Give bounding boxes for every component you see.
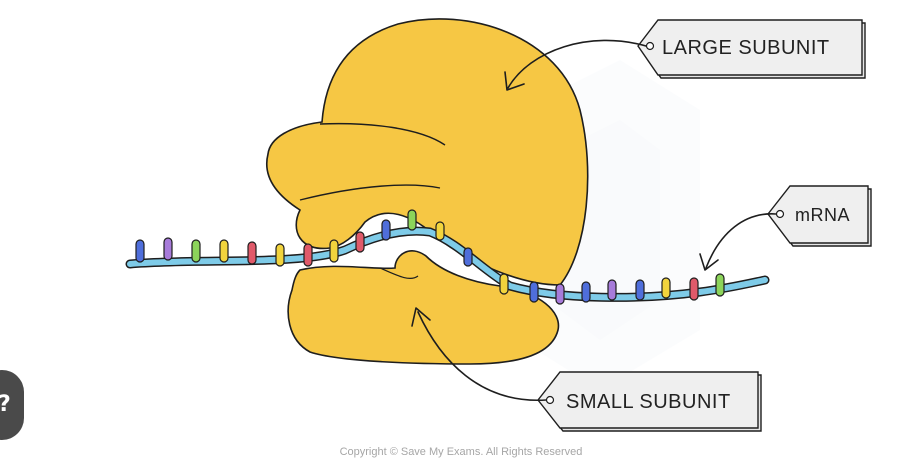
mrna-label: mRNA (767, 185, 872, 247)
mrna-arrowhead (699, 253, 719, 271)
large-subunit (265, 18, 589, 286)
base (329, 239, 339, 263)
base (499, 273, 509, 295)
base (689, 277, 699, 301)
large-subunit-label: LARGE SUBUNIT (637, 19, 866, 79)
small-subunit-pointer (417, 311, 547, 401)
base (303, 243, 313, 267)
base (381, 219, 391, 241)
base (555, 283, 565, 305)
mrna-strand (125, 226, 770, 302)
small-subunit (287, 250, 560, 365)
base (661, 277, 671, 299)
base (463, 247, 473, 267)
copyright-notice: Copyright © Save My Exams. All Rights Re… (339, 446, 583, 458)
base (191, 239, 201, 263)
base (407, 209, 417, 231)
small-subunit-arrowhead (411, 307, 431, 327)
base (275, 243, 285, 267)
large-subunit-pointer (507, 39, 647, 89)
base (435, 221, 445, 241)
nucleotide-bases (135, 209, 725, 305)
base (355, 231, 365, 253)
small-subunit-label: SMALL SUBUNIT (537, 371, 762, 432)
base (715, 273, 725, 297)
base (247, 241, 257, 265)
mrna-label-text: mRNA (795, 205, 850, 225)
base (135, 239, 145, 263)
base (635, 279, 645, 301)
corner-bubble[interactable]: ? (0, 370, 24, 440)
base (219, 239, 229, 263)
large-subunit-arrowhead (504, 71, 525, 91)
mrna-pointer (705, 213, 777, 269)
base (581, 281, 591, 303)
help-icon: ? (0, 392, 11, 417)
small-subunit-label-text: SMALL SUBUNIT (566, 391, 731, 413)
base (529, 281, 539, 303)
base (607, 279, 617, 301)
pointer-arrows (411, 39, 777, 401)
large-subunit-label-text: LARGE SUBUNIT (662, 37, 830, 59)
base (163, 237, 173, 261)
